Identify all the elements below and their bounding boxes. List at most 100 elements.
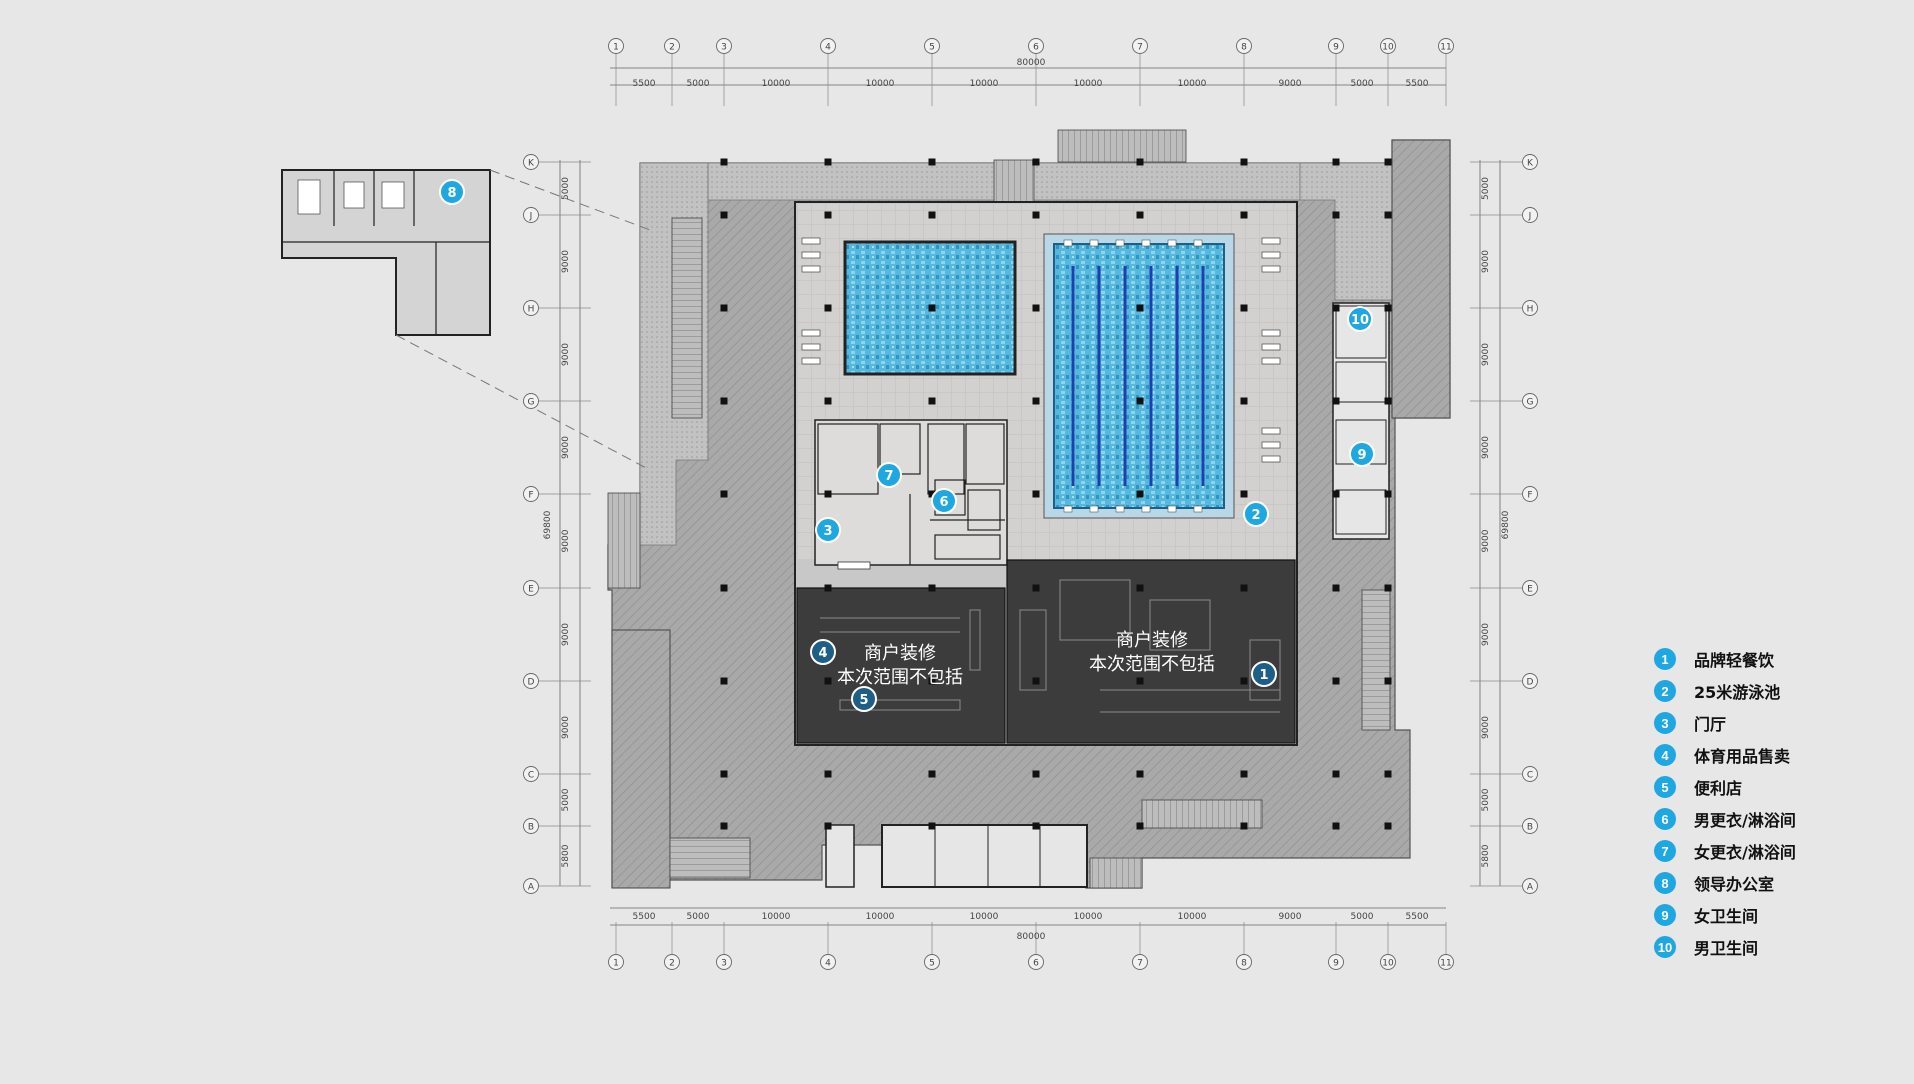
- dimension-span-vertical: 5000: [561, 177, 571, 200]
- grid-bubble: [1328, 954, 1344, 970]
- structural-column: [1240, 158, 1248, 166]
- structural-column: [824, 822, 832, 830]
- structural-column: [1240, 822, 1248, 830]
- structural-column: [720, 304, 728, 312]
- south-core: [881, 824, 1088, 888]
- structural-column: [1332, 158, 1340, 166]
- dimension-span-vertical: 9000: [561, 529, 571, 552]
- structural-column: [928, 822, 936, 830]
- grid-bubble: [716, 38, 732, 54]
- grid-bubble: [608, 954, 624, 970]
- structural-column: [928, 158, 936, 166]
- dimension-total-vertical: 69800: [543, 510, 553, 539]
- structural-column: [720, 158, 728, 166]
- structural-column: [824, 158, 832, 166]
- structural-column: [928, 677, 936, 685]
- legend-item: 4 体育用品售卖: [1654, 739, 1894, 771]
- structural-column: [824, 397, 832, 405]
- grid-bubble: [1522, 207, 1538, 223]
- dimension-span-top: 5500: [1406, 79, 1429, 89]
- grid-column-label: 4: [825, 43, 831, 53]
- grid-bubble: [523, 878, 539, 894]
- structural-column: [720, 770, 728, 778]
- legend-label: 体育用品售卖: [1694, 747, 1791, 766]
- grid-bubble: [523, 486, 539, 502]
- grid-bubble: [1380, 38, 1396, 54]
- room-marker: [1251, 661, 1277, 687]
- dimension-span-bottom: 5500: [1406, 912, 1429, 922]
- grid-bubble: [1522, 766, 1538, 782]
- grid-bubble: [523, 580, 539, 596]
- grid-row-label: G: [1527, 398, 1534, 408]
- structural-column: [1032, 584, 1040, 592]
- structural-column: [1332, 584, 1340, 592]
- toilet-block: [1332, 302, 1390, 540]
- structural-column: [1384, 822, 1392, 830]
- grid-bubble: [523, 818, 539, 834]
- grid-row-label: J: [1528, 212, 1532, 222]
- stair-left: [607, 492, 641, 589]
- dimension-span-vertical: 9000: [1481, 250, 1491, 273]
- grid-column-label: 1: [613, 43, 619, 53]
- grid-bubble: [523, 207, 539, 223]
- dimension-span-bottom: 9000: [1279, 912, 1302, 922]
- room-marker: [810, 639, 836, 665]
- structural-column: [1384, 490, 1392, 498]
- grid-bubble: [1522, 486, 1538, 502]
- room-marker: [851, 686, 877, 712]
- grid-row-label: J: [529, 212, 533, 222]
- grid-bubble: [1522, 300, 1538, 316]
- room-marker-number: 9: [1357, 448, 1366, 463]
- legend-number: 4: [1654, 744, 1676, 766]
- dimension-span-top: 5500: [633, 79, 656, 89]
- structural-column: [824, 304, 832, 312]
- ramp-left: [611, 629, 671, 889]
- structural-column: [1032, 158, 1040, 166]
- grid-column-label: 7: [1137, 959, 1143, 969]
- dimension-span-top: 5000: [687, 79, 710, 89]
- legend-number: 8: [1654, 872, 1676, 894]
- grid-row-label: B: [1527, 823, 1533, 833]
- grid-bubble: [523, 300, 539, 316]
- grid-column-label: 7: [1137, 43, 1143, 53]
- structural-column: [1032, 822, 1040, 830]
- dimension-span-bottom: 10000: [866, 912, 895, 922]
- structural-column: [1032, 490, 1040, 498]
- structural-column: [1332, 397, 1340, 405]
- grid-row-label: E: [1527, 585, 1533, 595]
- grid-bubble: [523, 154, 539, 170]
- structural-column: [1384, 770, 1392, 778]
- structural-column: [928, 584, 936, 592]
- structural-column: [1032, 677, 1040, 685]
- stair-south: [669, 837, 751, 879]
- grid-column-label: 6: [1033, 959, 1039, 969]
- dimension-span-vertical: 5000: [1481, 788, 1491, 811]
- structural-column: [1240, 770, 1248, 778]
- grid-column-label: 10: [1382, 43, 1394, 53]
- grid-bubble: [1028, 954, 1044, 970]
- dimension-span-vertical: 9000: [561, 623, 571, 646]
- dimension-span-vertical: 9000: [1481, 436, 1491, 459]
- room-marker-number: 10: [1351, 313, 1369, 328]
- grid-row-label: H: [528, 305, 535, 315]
- grid-row-label: K: [528, 159, 535, 169]
- grid-column-label: 2: [669, 959, 675, 969]
- dimension-total-top: 80000: [1017, 58, 1046, 68]
- grid-bubble: [1236, 38, 1252, 54]
- room-marker: [876, 462, 902, 488]
- grid-row-label: D: [528, 678, 535, 688]
- room-marker-number: 6: [939, 495, 948, 510]
- structural-column: [1384, 677, 1392, 685]
- grid-row-label: A: [1527, 883, 1534, 893]
- dimension-span-top: 10000: [1178, 79, 1207, 89]
- grid-bubble: [1132, 38, 1148, 54]
- tenant-zone-left-label-2: 本次范围不包括: [837, 667, 963, 688]
- grid-column-label: 8: [1241, 959, 1247, 969]
- grid-bubble: [1522, 878, 1538, 894]
